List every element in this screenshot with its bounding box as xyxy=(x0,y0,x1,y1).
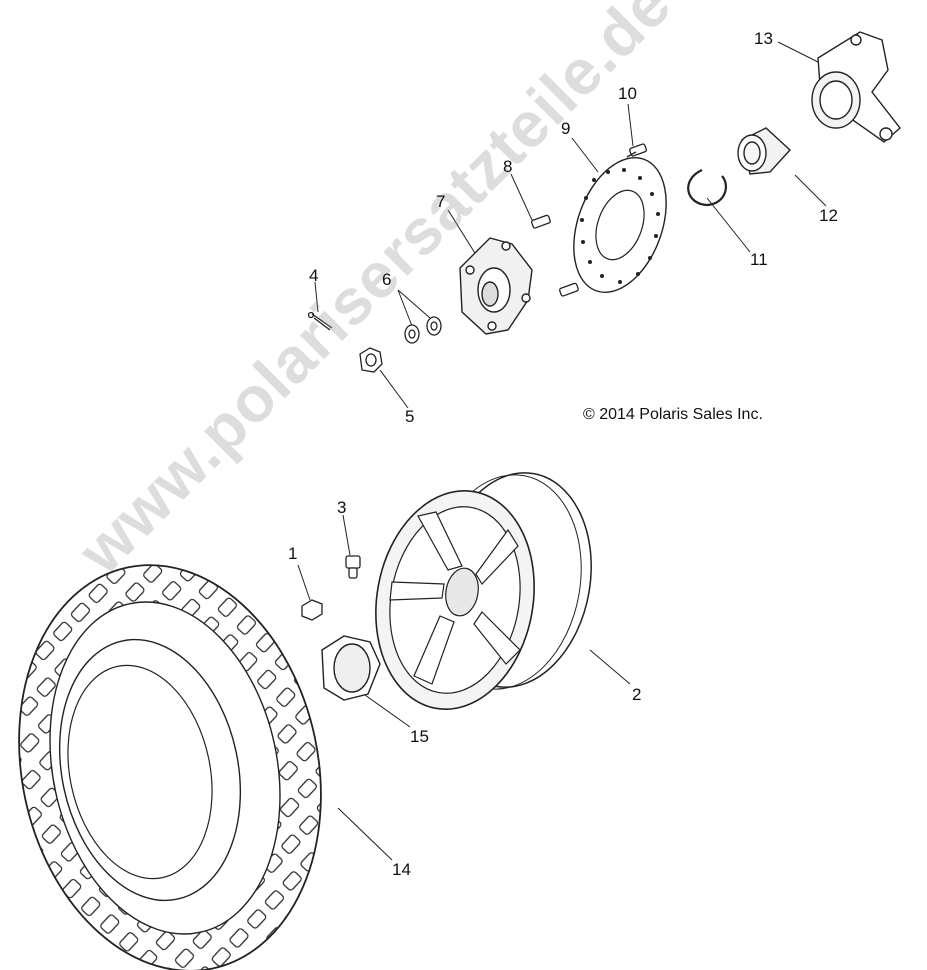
callout-5: 5 xyxy=(405,407,415,426)
lug-nut-part-1 xyxy=(301,599,323,621)
copyright-text: © 2014 Polaris Sales Inc. xyxy=(583,406,763,423)
callout-4: 4 xyxy=(309,266,319,285)
callout-1: 1 xyxy=(288,544,298,563)
callout-8: 8 xyxy=(503,157,513,176)
callout-6: 6 xyxy=(382,270,392,289)
bolt-part-10 xyxy=(626,143,647,158)
callout-2: 2 xyxy=(632,685,642,704)
callout-11: 11 xyxy=(750,250,768,269)
knuckle-part-13 xyxy=(811,31,901,143)
leader-lines xyxy=(297,41,827,861)
callout-7: 7 xyxy=(436,192,446,211)
washer-part-6 xyxy=(404,316,442,344)
cotter-pin-part-4 xyxy=(307,311,333,331)
callout-15: 15 xyxy=(410,727,429,746)
snap-ring-part-11 xyxy=(687,168,727,207)
tire-part-14 xyxy=(18,564,322,970)
bolt-part-8 xyxy=(531,214,579,297)
callout-14: 14 xyxy=(392,860,411,879)
nut-part-5 xyxy=(359,347,383,373)
callout-12: 12 xyxy=(819,206,838,225)
wheel-rim-part-2 xyxy=(375,472,592,710)
valve-stem-part-3 xyxy=(345,555,361,579)
brake-disc-part-9 xyxy=(573,156,667,294)
callout-13: 13 xyxy=(754,29,773,48)
bearing-part-12 xyxy=(737,127,791,175)
callout-10: 10 xyxy=(618,84,637,103)
callout-9: 9 xyxy=(561,119,571,138)
center-cap-part-15 xyxy=(321,635,381,701)
callout-3: 3 xyxy=(337,498,347,517)
hub-part-7 xyxy=(459,237,533,335)
